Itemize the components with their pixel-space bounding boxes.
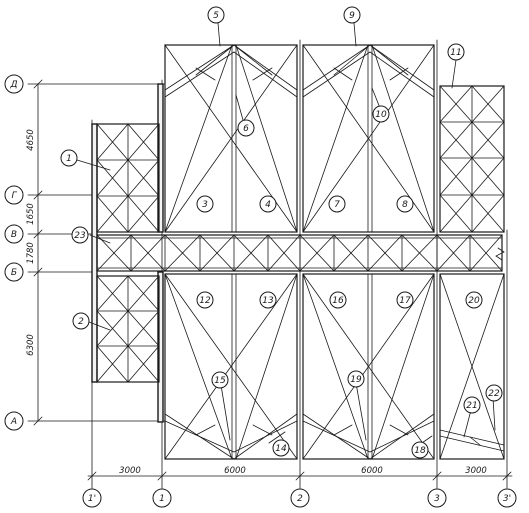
- marker-circle-15: [211, 371, 229, 389]
- axis-bubble-g: [4, 185, 24, 205]
- marker-label-21: 21: [466, 401, 477, 411]
- marker-circle-4: [259, 195, 277, 213]
- vertical-axis-bubbles: 1' 1 2 3 3': [82, 488, 517, 508]
- lower-right-narrow-panel: [439, 273, 505, 460]
- dim-left-1650: 1650: [26, 203, 36, 225]
- dim-bottom-3000-right: 3000: [465, 466, 487, 476]
- dim-bottom-3000-left: 3000: [119, 466, 141, 476]
- marker-circle-20: [465, 291, 483, 309]
- marker-label-6: 6: [243, 124, 249, 134]
- axis-label-1: 1: [159, 494, 165, 504]
- leader-lines: [76, 22, 496, 446]
- marker-label-7: 7: [334, 200, 340, 210]
- axis-bubble-v: [4, 224, 24, 244]
- axis-label-3prime: 3': [503, 494, 511, 504]
- marker-label-9: 9: [349, 11, 355, 21]
- bottom-dimension-chain: 3000 6000 6000 3000: [87, 466, 513, 481]
- marker-label-22: 22: [488, 389, 500, 399]
- marker-label-3: 3: [202, 200, 208, 210]
- axis-label-v: В: [11, 230, 17, 240]
- marker-circle-14: [272, 439, 290, 457]
- marker-circle-22: [485, 384, 503, 402]
- dim-left-4650: 4650: [26, 129, 36, 151]
- lower-right-large-panel: [302, 273, 435, 460]
- marker-label-19: 19: [350, 375, 362, 385]
- marker-label-1: 1: [66, 154, 72, 164]
- axis-bubble-b: [4, 262, 24, 282]
- marker-label-23: 23: [74, 231, 86, 241]
- marker-label-10: 10: [375, 110, 387, 120]
- marker-label-16: 16: [332, 296, 344, 306]
- break-line-icon: [495, 247, 505, 261]
- axis-bubble-1prime: [82, 488, 102, 508]
- axis-label-d: Д: [9, 80, 17, 90]
- lower-left-large-panel: [164, 273, 298, 460]
- marker-label-4: 4: [265, 200, 271, 210]
- axis-bubble-1: [152, 488, 172, 508]
- marker-circle-7: [328, 195, 346, 213]
- axis1-wall-upper: [157, 83, 164, 233]
- marker-circle-17: [396, 291, 414, 309]
- marker-circle-10: [372, 105, 390, 123]
- horizontal-grid-lines: [27, 83, 166, 422]
- axis-label-1prime: 1': [88, 494, 96, 504]
- corridor-lattice-strip: [96, 234, 505, 272]
- marker-label-12: 12: [199, 296, 211, 306]
- dim-left-1780: 1780: [26, 242, 36, 264]
- axis-label-b: Б: [11, 268, 17, 278]
- left-dimension-chain: 4650 1650 1780 6300: [26, 79, 43, 426]
- marker-label-15: 15: [214, 376, 226, 386]
- upper-left-large-panel: [164, 44, 298, 233]
- axis-label-a: А: [10, 417, 17, 427]
- axis-bubble-a: [4, 411, 24, 431]
- marker-circle-21: [463, 396, 481, 414]
- upper-right-large-panel: [302, 44, 435, 233]
- marker-label-18: 18: [414, 446, 426, 456]
- marker-label-20: 20: [468, 296, 480, 306]
- lattice-block-upper-right: [439, 85, 505, 233]
- marker-circle-11: [447, 43, 465, 61]
- dim-left-6300: 6300: [26, 334, 36, 356]
- axis-bubble-d: [4, 74, 24, 94]
- lattice-block-upper-left: [96, 123, 160, 233]
- marker-label-2: 2: [78, 317, 84, 327]
- marker-circle-16: [329, 291, 347, 309]
- marker-label-13: 13: [262, 296, 274, 306]
- dim-bottom-6000-left: 6000: [224, 466, 246, 476]
- marker-circle-6: [237, 119, 255, 137]
- marker-circle-1: [60, 149, 78, 167]
- marker-circle-9: [343, 6, 361, 24]
- marker-circle-2: [72, 312, 90, 330]
- marker-circle-8: [396, 195, 414, 213]
- marker-circle-18: [411, 441, 429, 459]
- marker-label-5: 5: [213, 11, 219, 21]
- axis-label-g: Г: [11, 191, 17, 201]
- axis-bubble-2: [290, 488, 310, 508]
- axis-bubble-3: [427, 488, 447, 508]
- marker-circle-13: [259, 291, 277, 309]
- lattice-block-lower-left: [96, 275, 160, 383]
- marker-circle-12: [196, 291, 214, 309]
- marker-circle-5: [207, 6, 225, 24]
- marker-label-11: 11: [450, 48, 461, 58]
- marker-label-17: 17: [399, 296, 411, 306]
- marker-label-8: 8: [402, 200, 408, 210]
- marker-label-14: 14: [275, 444, 287, 454]
- marker-circle-3: [196, 195, 214, 213]
- marker-circle-19: [347, 370, 365, 388]
- axis-label-3: 3: [434, 494, 440, 504]
- axis-label-2: 2: [297, 494, 303, 504]
- axis-bubble-3prime: [497, 488, 517, 508]
- marker-circle-23: [71, 226, 89, 244]
- dim-bottom-6000-right: 6000: [361, 466, 383, 476]
- horizontal-axis-bubbles: Д Г В Б А: [4, 74, 24, 431]
- left-wall-strip: [91, 123, 98, 383]
